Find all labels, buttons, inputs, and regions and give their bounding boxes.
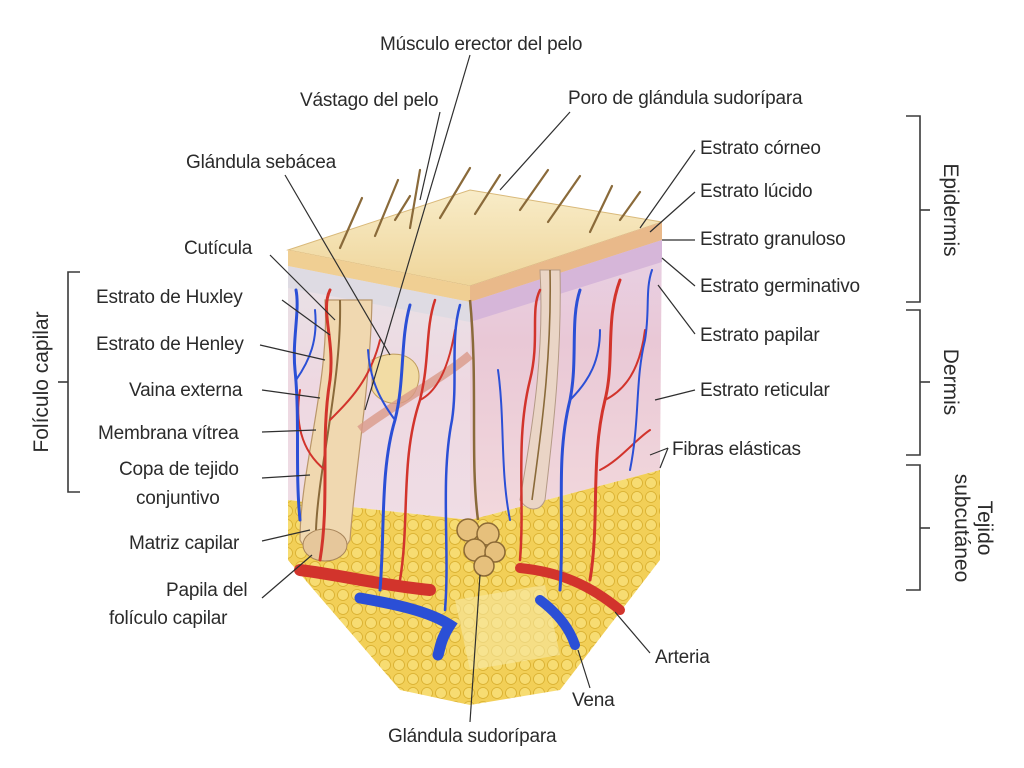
group-label-tejido: Tejido [973, 501, 996, 556]
leader-lines [259, 54, 696, 723]
group-label-epidermis: Epidermis [939, 163, 962, 256]
stratum-band-front [288, 266, 470, 322]
label-estrato-lucido: Estrato lúcido [700, 181, 812, 202]
label-foliculo-capilar-papila: folículo capilar [109, 608, 228, 629]
label-papila-del: Papila del [166, 580, 247, 601]
blood-vessels [292, 269, 653, 661]
tejido-bracket [906, 464, 921, 591]
label-estrato-huxley: Estrato de Huxley [96, 287, 243, 308]
label-estrato-reticular: Estrato reticular [700, 380, 831, 401]
label-glandula-sebacea: Glándula sebácea [186, 152, 337, 173]
label-glandula-sudoripara: Glándula sudorípara [388, 726, 557, 747]
label-estrato-henley: Estrato de Henley [96, 334, 244, 355]
hair-shafts [338, 166, 642, 250]
epidermis-front-strip [288, 250, 470, 302]
group-brackets [58, 115, 930, 591]
label-fibras-elasticas: Fibras elásticas [672, 439, 801, 460]
label-conjuntivo: conjuntivo [136, 488, 220, 509]
epidermis-bracket [906, 115, 921, 303]
dermis-bracket [906, 309, 921, 456]
hair-follicle-right [519, 269, 561, 510]
label-vastago: Vástago del pelo [300, 90, 438, 111]
folliculo-bracket [67, 271, 80, 493]
group-label-dermis: Dermis [939, 349, 962, 416]
label-vaina-externa: Vaina externa [129, 380, 243, 401]
label-arteria: Arteria [655, 647, 710, 668]
epidermis-side-strip [470, 222, 662, 302]
sweat-gland [456, 299, 506, 577]
labels: Músculo erector del pelo Vástago del pel… [30, 34, 996, 747]
group-label-foliculo-capilar: Folículo capilar [30, 311, 53, 452]
fat-notch [455, 585, 560, 670]
label-estrato-papilar: Estrato papilar [700, 325, 820, 346]
group-label-subcutaneo: subcutáneo [950, 474, 973, 583]
label-cuticula: Cutícula [184, 238, 253, 259]
hair-follicle [299, 299, 473, 562]
label-vena: Vena [572, 690, 615, 711]
label-estrato-granuloso: Estrato granuloso [700, 229, 846, 250]
stratum-band-side [470, 240, 662, 322]
label-estrato-corneo: Estrato córneo [700, 138, 821, 159]
label-copa-tejido: Copa de tejido [119, 459, 239, 480]
label-poro-glandula: Poro de glándula sudorípara [568, 88, 803, 109]
label-matriz-capilar: Matriz capilar [129, 533, 240, 554]
label-musculo-erector: Músculo erector del pelo [380, 34, 582, 55]
label-membrana-vitrea: Membrana vítrea [98, 423, 239, 444]
label-estrato-germinativo: Estrato germinativo [700, 276, 860, 297]
